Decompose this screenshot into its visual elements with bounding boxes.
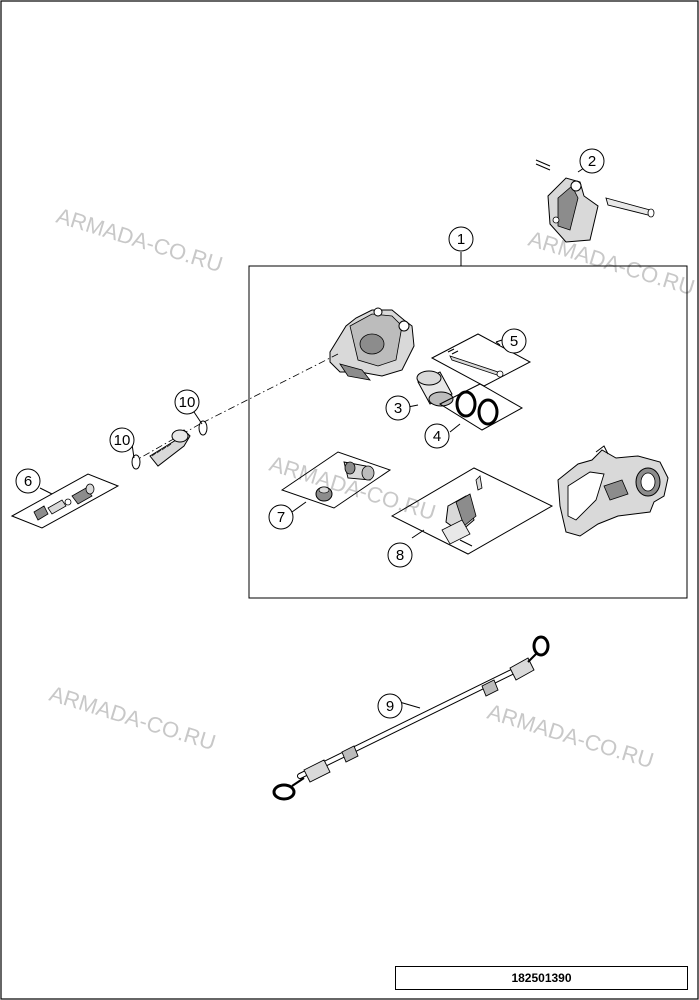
assembly-line <box>199 353 339 425</box>
callout-label: 8 <box>396 547 404 564</box>
watermark-text: ARMADA-CO.RU <box>485 699 657 773</box>
callout-8: 8 <box>387 542 413 568</box>
callout-label: 10 <box>179 394 196 411</box>
part-seal-kit-4 <box>438 383 524 433</box>
callout-5: 5 <box>501 328 527 354</box>
assembly-box <box>248 265 688 599</box>
callout-7: 7 <box>268 504 294 530</box>
callout-label: 3 <box>394 400 402 417</box>
assembly-line <box>139 423 201 459</box>
callout-10-upper: 10 <box>174 389 200 415</box>
part-piston-3 <box>407 370 454 408</box>
callout-label: 4 <box>433 428 441 445</box>
part-caliper-body <box>329 307 415 381</box>
part-bleeder-kit-6 <box>10 473 120 529</box>
callout-label: 5 <box>510 333 518 350</box>
part-brake-hose-9 <box>272 635 550 801</box>
callout-6: 6 <box>15 468 41 494</box>
part-brake-pads-8 <box>390 467 554 555</box>
part-banjo-bolt-10 <box>131 420 208 470</box>
watermark-text: ARMADA-CO.RU <box>526 226 698 300</box>
callout-2: 2 <box>579 148 605 174</box>
part-bleed-valve-7 <box>280 451 392 513</box>
watermark-text: ARMADA-CO.RU <box>47 681 219 755</box>
part-bracket-2 <box>535 159 655 243</box>
callout-1: 1 <box>448 226 474 252</box>
callout-label: 1 <box>457 231 465 248</box>
watermark-text: ARMADA-CO.RU <box>54 203 226 277</box>
callout-label: 9 <box>386 698 394 715</box>
document-number: 182501390 <box>395 966 688 990</box>
callout-3: 3 <box>385 395 411 421</box>
callout-label: 7 <box>277 509 285 526</box>
callout-label: 10 <box>114 432 131 449</box>
callout-10-lower: 10 <box>109 427 135 453</box>
callout-label: 2 <box>588 153 596 170</box>
part-pin-kit-5 <box>430 333 532 387</box>
callout-4: 4 <box>424 423 450 449</box>
part-caliper-carrier <box>557 445 669 537</box>
callout-9: 9 <box>377 693 403 719</box>
callout-label: 6 <box>24 473 32 490</box>
